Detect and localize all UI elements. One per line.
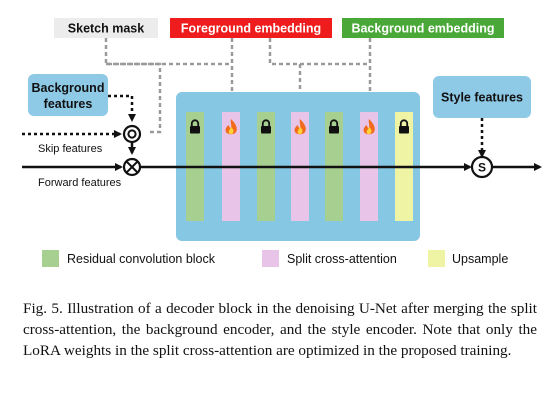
- style-features-box: [433, 76, 531, 118]
- main-flow: [22, 141, 542, 171]
- fire-icon: [294, 119, 306, 135]
- foreground-embedding-label: Foreground embedding: [181, 22, 321, 36]
- foreground-embedding-tag: [170, 18, 332, 38]
- legend-upsample-swatch: [428, 250, 445, 267]
- decoder-block-diagram: Sketch mask Foreground embedding Backgro…: [22, 18, 542, 267]
- forward-features-label: Forward features: [38, 177, 122, 189]
- legend-split-attention-swatch: [262, 250, 279, 267]
- legend: Residual convolution block Split cross-a…: [42, 250, 508, 267]
- legend-upsample-label: Upsample: [452, 252, 508, 266]
- style-node-label: S: [478, 161, 486, 175]
- background-features-box: [28, 74, 108, 116]
- fire-icon: [225, 119, 237, 135]
- figure-caption: Fig. 5. Illustration of a decoder block …: [23, 300, 537, 359]
- legend-residual-swatch: [42, 250, 59, 267]
- style-features-label: Style features: [441, 91, 523, 105]
- background-features-label-line2: features: [44, 97, 93, 111]
- concat-operator: [122, 124, 142, 144]
- feature-routing: [22, 94, 486, 158]
- skip-features-label: Skip features: [38, 143, 103, 155]
- legend-residual-label: Residual convolution block: [67, 252, 216, 266]
- fire-icon: [363, 119, 375, 135]
- background-embedding-tag: [342, 18, 504, 38]
- multiply-operator: [122, 157, 142, 177]
- sketch-mask-label: Sketch mask: [68, 22, 144, 36]
- lock-icon: [190, 119, 200, 134]
- lock-icon: [329, 119, 339, 134]
- background-embedding-label: Background embedding: [351, 22, 494, 36]
- conditioning-routing: [104, 38, 374, 134]
- legend-split-attention-label: Split cross-attention: [287, 252, 397, 266]
- lock-icon: [261, 119, 271, 134]
- lock-icon: [399, 119, 409, 134]
- background-features-label-line1: Background: [32, 81, 105, 95]
- style-node: [470, 155, 494, 179]
- sketch-mask-tag: [54, 18, 158, 38]
